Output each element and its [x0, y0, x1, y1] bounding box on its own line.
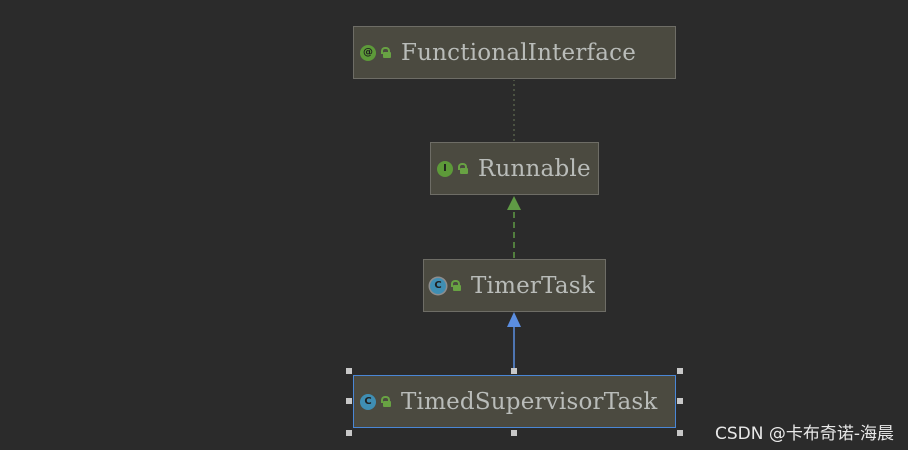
public-lock-icon	[450, 279, 462, 293]
selection-handle-bottom-right[interactable]	[677, 430, 683, 436]
node-label-runnable: Runnable	[478, 155, 591, 182]
public-lock-icon	[380, 46, 392, 60]
node-label-timer-task: TimerTask	[471, 272, 595, 299]
selection-handle-top-center[interactable]	[511, 368, 517, 374]
node-label-functional-interface: FunctionalInterface	[401, 39, 637, 66]
selection-handle-bottom-left[interactable]	[346, 430, 352, 436]
node-label-timed-supervisor-task: TimedSupervisorTask	[401, 388, 658, 415]
extends-arrowhead	[507, 312, 521, 327]
selection-handle-middle-left[interactable]	[346, 398, 352, 404]
annotation-type-icon: @	[360, 44, 376, 61]
node-timer-task[interactable]: C TimerTask	[423, 259, 606, 312]
selection-handle-top-left[interactable]	[346, 368, 352, 374]
node-runnable[interactable]: I Runnable	[430, 142, 599, 195]
class-icon: C	[360, 393, 376, 410]
selection-handle-bottom-center[interactable]	[511, 430, 517, 436]
public-lock-icon	[380, 395, 392, 409]
interface-icon: I	[437, 160, 453, 177]
implements-arrowhead	[507, 196, 521, 210]
watermark: CSDN @卡布奇诺-海晨	[714, 424, 894, 444]
selection-handle-middle-right[interactable]	[677, 398, 683, 404]
selection-handle-top-right[interactable]	[677, 368, 683, 374]
node-timed-supervisor-task[interactable]: C TimedSupervisorTask	[353, 375, 676, 428]
node-functional-interface[interactable]: @ FunctionalInterface	[353, 26, 676, 79]
public-lock-icon	[457, 162, 469, 176]
abstract-class-icon: C	[430, 277, 446, 294]
